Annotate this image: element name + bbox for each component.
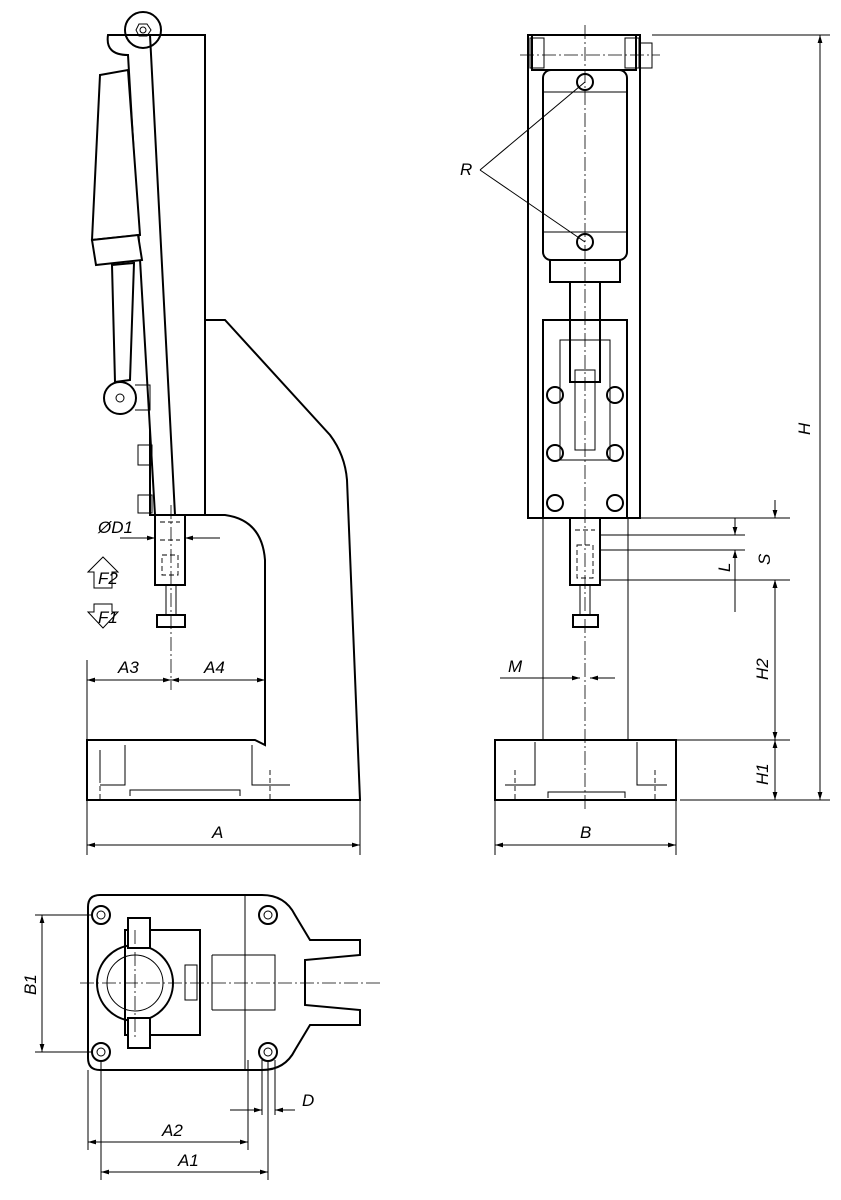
label-a3: A3 <box>117 658 139 677</box>
side-view <box>86 11 362 801</box>
label-a4: A4 <box>203 658 225 677</box>
bolts <box>546 386 624 512</box>
label-l: L <box>715 563 734 572</box>
label-b1: B1 <box>21 974 40 995</box>
top-view-dimensions: B1 A2 A1 D <box>21 914 314 1180</box>
label-a: A <box>211 823 223 842</box>
side-view-dimensions: ØD1 F2 F1 A3 A4 A <box>86 518 361 855</box>
front-view <box>494 25 677 810</box>
label-f1: F1 <box>98 608 118 627</box>
label-b: B <box>580 823 591 842</box>
label-m: M <box>508 657 523 676</box>
label-a1: A1 <box>177 1151 199 1170</box>
label-h2: H2 <box>753 658 772 680</box>
label-d: D <box>302 1091 314 1110</box>
label-h1: H1 <box>753 763 772 785</box>
top-view <box>80 894 380 1071</box>
label-a2: A2 <box>161 1121 183 1140</box>
label-r: R <box>460 160 472 179</box>
label-d1: ØD1 <box>97 518 133 537</box>
label-h: H <box>795 422 814 435</box>
force-f2-arrow <box>86 556 120 589</box>
front-view-dimensions: R H H1 H2 S L M B <box>460 34 830 855</box>
force-f1-arrow <box>86 603 120 629</box>
label-s: S <box>755 553 774 565</box>
label-f2: F2 <box>98 569 118 588</box>
